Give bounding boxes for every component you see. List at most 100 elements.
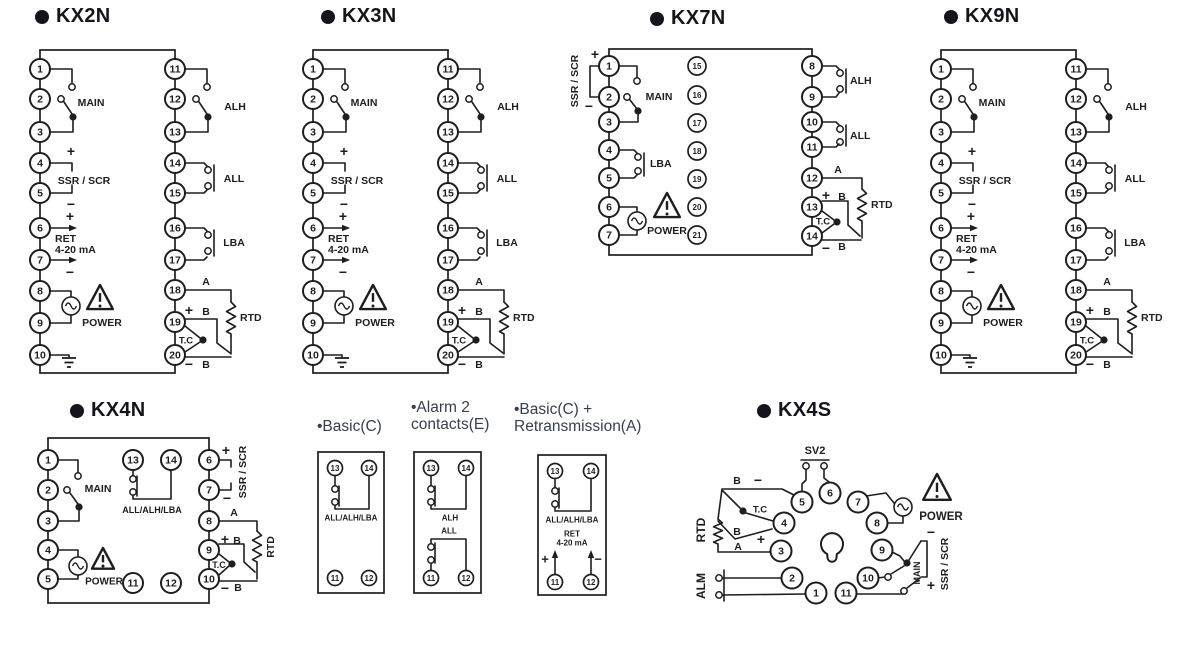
svg-text:3: 3 bbox=[310, 127, 316, 139]
svg-text:SSR / SCR: SSR / SCR bbox=[237, 445, 249, 498]
svg-text:16: 16 bbox=[1070, 223, 1082, 235]
svg-text:13: 13 bbox=[169, 127, 181, 139]
svg-text:16: 16 bbox=[693, 91, 702, 100]
svg-text:B: B bbox=[202, 306, 210, 318]
terminal-8: 8 bbox=[302, 280, 324, 302]
svg-text:A: A bbox=[734, 541, 742, 553]
terminal-2: 2 bbox=[598, 86, 620, 108]
svg-text:3: 3 bbox=[45, 516, 51, 528]
terminal-5: 5 bbox=[790, 490, 814, 514]
terminal-19: 19 bbox=[437, 311, 459, 333]
svg-text:5: 5 bbox=[799, 497, 805, 509]
svg-text:8: 8 bbox=[874, 518, 880, 530]
svg-text:5: 5 bbox=[45, 574, 51, 586]
terminal-16: 16 bbox=[437, 217, 459, 239]
svg-text:11: 11 bbox=[427, 574, 436, 583]
svg-text:19: 19 bbox=[693, 175, 702, 184]
svg-text:7: 7 bbox=[855, 497, 861, 509]
svg-text:MAIN: MAIN bbox=[78, 97, 105, 109]
terminal-8: 8 bbox=[29, 280, 51, 302]
svg-text:ALL/ALH/LBA: ALL/ALH/LBA bbox=[122, 505, 182, 515]
svg-text:5: 5 bbox=[606, 173, 612, 185]
svg-text:4: 4 bbox=[606, 145, 612, 157]
svg-text:POWER: POWER bbox=[647, 225, 687, 237]
svg-text:B: B bbox=[838, 191, 846, 203]
svg-text:MAIN: MAIN bbox=[912, 562, 922, 585]
bullet-icon bbox=[35, 9, 49, 24]
svg-text:14: 14 bbox=[1070, 158, 1082, 170]
terminal-18: 18 bbox=[437, 279, 459, 301]
terminal-10: 10 bbox=[302, 344, 324, 366]
svg-text:4-20 mA: 4-20 mA bbox=[328, 244, 369, 256]
terminal-1: 1 bbox=[29, 58, 51, 80]
svg-text:MAIN: MAIN bbox=[85, 483, 112, 495]
svg-text:+: + bbox=[222, 442, 230, 458]
svg-text:12: 12 bbox=[169, 94, 181, 106]
option-title-basic-c: •Basic(C) bbox=[317, 418, 382, 435]
svg-text:+: + bbox=[541, 552, 549, 567]
svg-text:17: 17 bbox=[442, 255, 454, 267]
svg-text:−: − bbox=[968, 196, 976, 212]
panel-title-kx3n: KX3N bbox=[321, 5, 397, 28]
terminal-2: 2 bbox=[29, 88, 51, 110]
terminal-5: 5 bbox=[302, 182, 324, 204]
svg-text:B: B bbox=[202, 359, 210, 371]
terminal-9: 9 bbox=[801, 86, 823, 108]
svg-text:ALH: ALH bbox=[497, 101, 519, 113]
terminal-9: 9 bbox=[930, 312, 952, 334]
svg-text:9: 9 bbox=[938, 318, 944, 330]
svg-text:−: − bbox=[754, 472, 762, 488]
svg-text:8: 8 bbox=[310, 286, 316, 298]
terminal-20: 20 bbox=[437, 344, 459, 366]
svg-text:7: 7 bbox=[310, 255, 316, 267]
svg-text:POWER: POWER bbox=[983, 317, 1023, 329]
svg-text:LBA: LBA bbox=[1124, 237, 1146, 249]
panel-title-kx2n: KX2N bbox=[35, 5, 111, 28]
svg-text:+: + bbox=[927, 577, 935, 593]
svg-text:20: 20 bbox=[442, 350, 454, 362]
terminal-11: 11 bbox=[422, 569, 440, 587]
terminal-14: 14 bbox=[160, 449, 182, 471]
terminal-7: 7 bbox=[198, 479, 220, 501]
svg-text:T.C: T.C bbox=[1080, 336, 1094, 347]
svg-text:18: 18 bbox=[442, 285, 454, 297]
terminal-3: 3 bbox=[37, 510, 59, 532]
terminal-14: 14 bbox=[801, 225, 823, 247]
option-title-line: •Basic(C) bbox=[317, 418, 382, 435]
terminal-17: 17 bbox=[1065, 249, 1087, 271]
svg-text:12: 12 bbox=[806, 173, 818, 185]
terminal-5: 5 bbox=[37, 568, 59, 590]
svg-text:RET: RET bbox=[55, 233, 77, 245]
svg-text:11: 11 bbox=[806, 142, 817, 154]
panel-title-kx4s: KX4S bbox=[757, 399, 831, 422]
svg-text:13: 13 bbox=[1070, 127, 1082, 139]
svg-text:11: 11 bbox=[331, 574, 340, 583]
terminal-11: 11 bbox=[164, 58, 186, 80]
svg-text:19: 19 bbox=[442, 317, 454, 329]
svg-text:+: + bbox=[968, 143, 976, 159]
terminal-8: 8 bbox=[865, 511, 889, 535]
terminal-3: 3 bbox=[302, 121, 324, 143]
svg-text:RTD: RTD bbox=[265, 536, 277, 558]
panel-title-text: KX7N bbox=[671, 7, 726, 29]
svg-text:SSR / SCR: SSR / SCR bbox=[569, 54, 581, 107]
svg-text:2: 2 bbox=[310, 94, 316, 106]
terminal-6: 6 bbox=[598, 196, 620, 218]
svg-text:−: − bbox=[594, 552, 602, 567]
svg-text:POWER: POWER bbox=[85, 577, 124, 588]
svg-text:1: 1 bbox=[37, 64, 43, 76]
svg-text:B: B bbox=[733, 475, 741, 487]
terminal-19: 19 bbox=[1065, 311, 1087, 333]
svg-text:B: B bbox=[475, 306, 483, 318]
terminal-16: 16 bbox=[687, 85, 707, 105]
terminal-12: 12 bbox=[360, 569, 378, 587]
svg-text:+: + bbox=[221, 531, 229, 547]
svg-text:5: 5 bbox=[37, 188, 43, 200]
svg-text:ALL/ALH/LBA: ALL/ALH/LBA bbox=[325, 514, 378, 523]
terminal-8: 8 bbox=[198, 510, 220, 532]
terminal-6: 6 bbox=[302, 217, 324, 239]
terminal-13: 13 bbox=[326, 459, 344, 477]
terminal-20: 20 bbox=[1065, 344, 1087, 366]
